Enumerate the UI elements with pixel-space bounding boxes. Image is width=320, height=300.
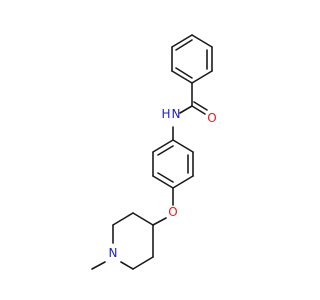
atom-nh-label: N H bbox=[161, 107, 180, 121]
bond bbox=[132, 256, 154, 270]
amide-nitrogen-symbol: N bbox=[172, 107, 181, 121]
piperidine-nitrogen-label: N bbox=[109, 246, 118, 260]
amide-hydrogen-symbol: H bbox=[161, 107, 170, 121]
benzoyl-ring bbox=[171, 34, 213, 84]
carbonyl-double-bond bbox=[191, 105, 206, 115]
carbonyl-double-bond bbox=[193, 101, 208, 111]
bond bbox=[171, 70, 193, 84]
background bbox=[0, 0, 300, 300]
amide-bond bbox=[179, 105, 193, 114]
bond bbox=[152, 175, 174, 189]
bond bbox=[191, 70, 213, 84]
carbonyl-group bbox=[179, 82, 208, 115]
structure-canvas: N H O O N bbox=[0, 0, 300, 300]
bond bbox=[152, 217, 167, 226]
bond bbox=[112, 212, 134, 226]
bond bbox=[171, 34, 193, 48]
double-bond-inner bbox=[157, 145, 174, 156]
phenylene-ring bbox=[152, 139, 194, 189]
double-bond-inner bbox=[175, 67, 193, 79]
double-bond-inner bbox=[157, 172, 174, 183]
n-methyl-bond bbox=[91, 261, 106, 270]
bond bbox=[120, 261, 134, 270]
double-bond-inner bbox=[175, 39, 193, 51]
bond bbox=[132, 212, 154, 226]
bond bbox=[172, 175, 194, 189]
piperidine-ring bbox=[112, 212, 154, 270]
molecule-drawing: N H O O N bbox=[0, 0, 300, 300]
carbonyl-oxygen-label: O bbox=[207, 111, 216, 125]
bond bbox=[191, 34, 213, 48]
ether-oxygen-label: O bbox=[168, 205, 177, 219]
bond bbox=[152, 139, 174, 153]
bond bbox=[172, 139, 194, 153]
